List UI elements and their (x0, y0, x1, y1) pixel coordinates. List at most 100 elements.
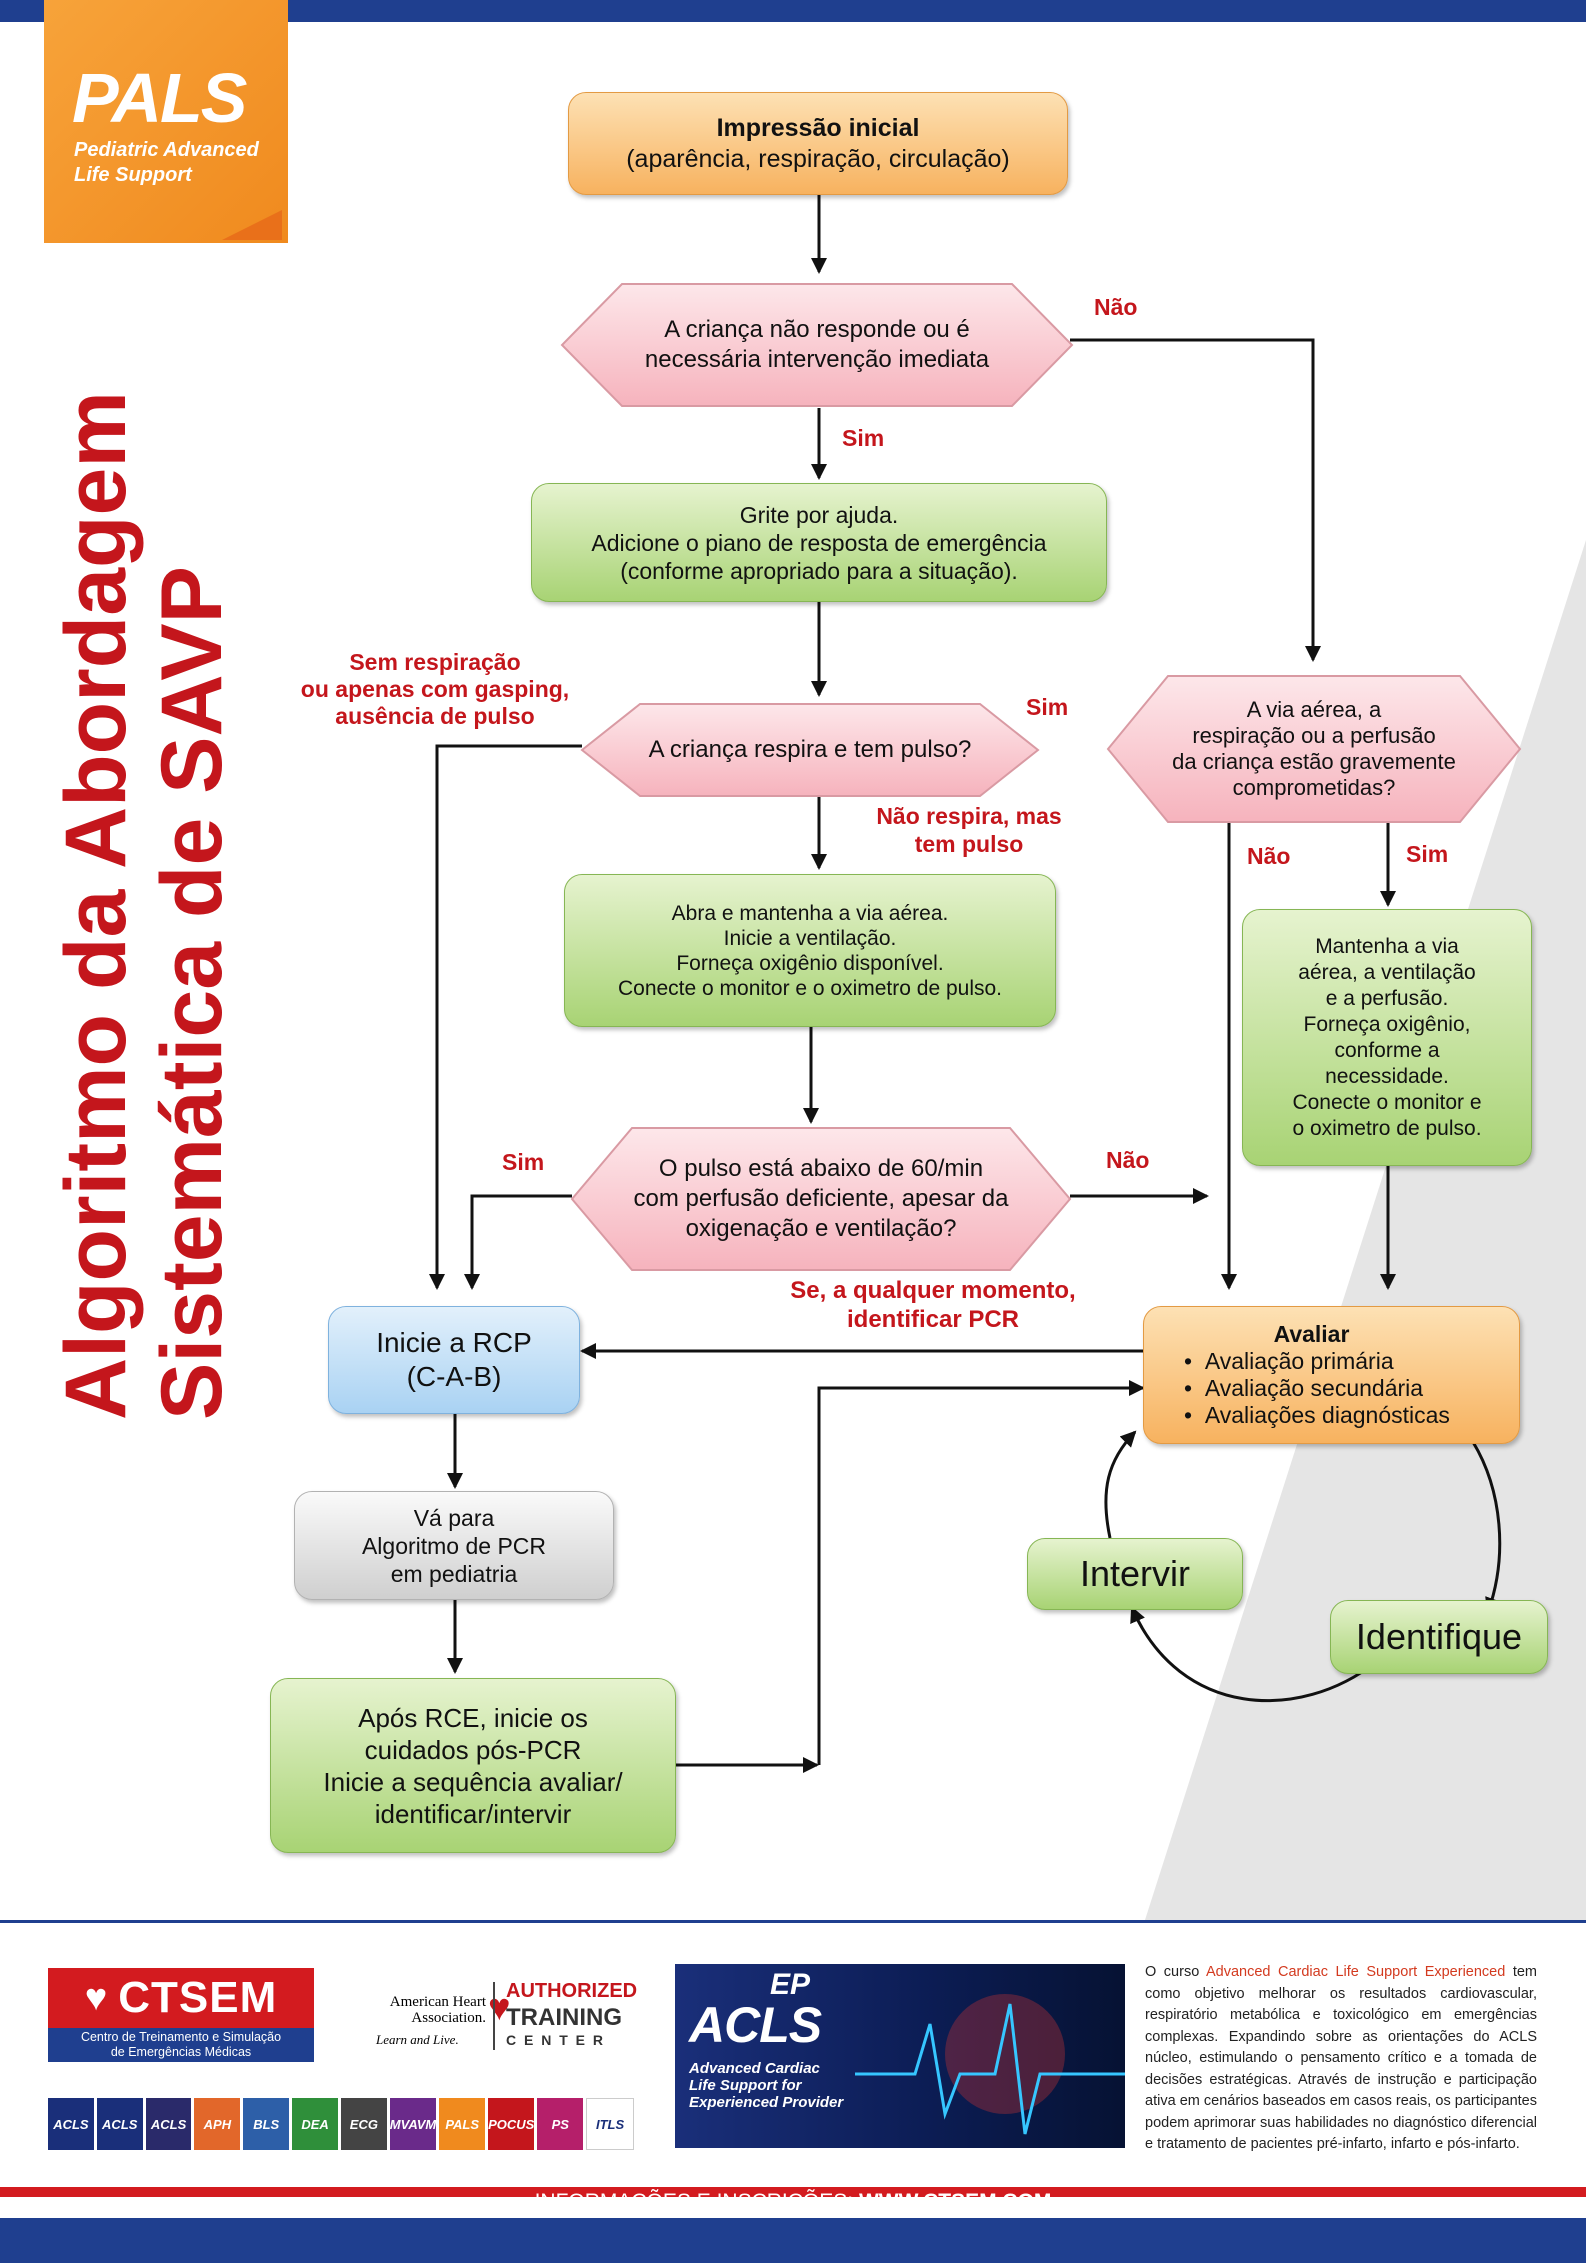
decision-1-text: A criança não responde ou é necessária i… (600, 282, 1034, 408)
banner-acls: ACLS (689, 1997, 822, 2053)
decision-4-line: com perfusão deficiente, apesar da (633, 1185, 1009, 1212)
avaliar-box: Avaliar • Avaliação primária • Avaliação… (1143, 1306, 1520, 1444)
impressao-inicial-box: Impressão inicial (aparência, respiração… (568, 92, 1068, 195)
decision-hexagon-1 (560, 283, 1074, 407)
label-sim-2: Sim (1026, 694, 1069, 720)
mantenha-line: conforme a (1334, 1038, 1440, 1062)
grite-line: (conforme apropriado para a situação). (620, 557, 1018, 584)
decision-4-line: O pulso está abaixo de 60/min (658, 1155, 984, 1182)
course-badge: ITLS (586, 2098, 634, 2150)
algoritmo-pcr-box: Vá para Algoritmo de PCR em pediatria (294, 1491, 614, 1600)
label-sem-respiracao-line: ou apenas com gasping, (300, 676, 570, 702)
course-description-post: tem como objetivo melhorar os resultados… (1145, 1964, 1538, 2152)
decision-2-text: A criança respira e tem pulso? (648, 736, 972, 763)
ctsem-logo: ♥ CTSEM Centro de Treinamento e Simulaçã… (48, 1968, 314, 2062)
heart-icon: ♥ (84, 1976, 109, 2019)
course-badge: APH (194, 2098, 241, 2150)
grite-line: Adicione o piano de resposta de emergênc… (591, 529, 1047, 556)
pals-logo-subtitle-line: Pediatric Advanced (74, 139, 259, 161)
course-description-highlight: Advanced Cardiac Life Support Experience… (1205, 1964, 1506, 1980)
training-text: TRAINING (506, 2004, 622, 2031)
abra-line: Inicie a ventilação. (723, 926, 897, 950)
label-nao-1: Não (1094, 294, 1138, 320)
info-url[interactable]: WWW.CTSEM.COM (858, 2190, 1052, 2213)
label-nao-4: Não (1106, 1147, 1150, 1173)
label-sim-3: Sim (1406, 841, 1449, 867)
top-bar (0, 0, 1586, 22)
aha-name: American Heart Association. (340, 1994, 486, 2026)
impressao-inicial-text: (aparência, respiração, circulação) (626, 144, 1010, 173)
algoritmo-line: em pediatria (390, 1560, 518, 1587)
ctsem-logo-bottom: Centro de Treinamento e Simulação de Eme… (48, 2028, 314, 2062)
avaliar-title: Avaliar (1273, 1321, 1350, 1347)
course-badge: MVAVM (389, 2098, 437, 2150)
info-label: INFORMAÇÕES E INSCRIÇÕES: (534, 2190, 859, 2213)
course-badge: DEA (292, 2098, 338, 2150)
course-badge: BLS (243, 2098, 290, 2150)
footer-divider (0, 1920, 1586, 1923)
apos-rce-box: Após RCE, inicie os cuidados pós-PCR Ini… (270, 1678, 676, 1853)
aha-authorized-logo: American Heart Association. ♥ Learn and … (340, 1980, 640, 2050)
label-pcr: Se, a qualquer momento, identificar PCR (768, 1276, 1098, 1334)
pals-logo-subtitle: Pediatric Advanced Life Support (74, 138, 259, 188)
banner-subtitle: Advanced Cardiac Life Support for Experi… (689, 2060, 843, 2111)
course-badge: ECG (340, 2098, 387, 2150)
decision-4-line: oxigenação e ventilação? (685, 1215, 957, 1242)
ctsem-sub-line: de Emergências Médicas (110, 2045, 252, 2059)
avaliar-item-text: Avaliação secundária (1204, 1375, 1424, 1401)
mantenha-line: e a perfusão. (1325, 986, 1449, 1010)
course-badge: ACLS (145, 2098, 192, 2150)
pals-logo-subtitle-line: Life Support (74, 164, 192, 186)
course-badge: PS (537, 2098, 584, 2150)
banner-subtitle-line: Experienced Provider (689, 2094, 844, 2111)
label-nao-respira-line: Não respira, mas (876, 803, 1062, 829)
decision-hexagon-2 (580, 703, 1040, 797)
ctsem-sub-line: Centro de Treinamento e Simulação (80, 2030, 282, 2044)
apos-line: identificar/intervir (374, 1798, 572, 1829)
mantenha-line: o oximetro de pulso. (1292, 1116, 1482, 1140)
ctsem-name: CTSEM (118, 1973, 278, 2022)
grite-line: Grite por ajuda. (739, 501, 899, 528)
label-sem-respiracao-line: Sem respiração (349, 649, 521, 675)
grey-background-shape (1145, 540, 1586, 1920)
avaliar-item: • Avaliação secundária (1184, 1375, 1424, 1401)
label-pcr-line: Se, a qualquer momento, (790, 1277, 1076, 1304)
algoritmo-line: Algoritmo de PCR (361, 1532, 547, 1559)
mantenha-line: Mantenha a via (1315, 934, 1459, 958)
abra-line: Forneça oxigênio disponível. (676, 951, 944, 975)
info-line: INFORMAÇÕES E INSCRIÇÕES: WWW.CTSEM.COM (0, 2189, 1586, 2215)
aha-divider (493, 1982, 495, 2050)
mantenha-via-aerea-box: Mantenha a via aérea, a ventilação e a p… (1242, 909, 1532, 1166)
decision-hexagon-3 (1106, 675, 1522, 823)
decision-4-text: O pulso está abaixo de 60/min com perfus… (612, 1126, 1030, 1272)
course-badge: ACLS (48, 2098, 94, 2150)
decision-3-line: da criança estão gravemente (1172, 749, 1456, 774)
banner-subtitle-line: Advanced Cardiac (689, 2060, 820, 2077)
impressao-inicial-title: Impressão inicial (716, 113, 920, 142)
authorized-text: AUTHORIZED (506, 1980, 638, 2002)
apos-line: cuidados pós-PCR (364, 1734, 582, 1765)
bottom-bar (0, 2218, 1586, 2263)
mantenha-line: aérea, a ventilação (1298, 960, 1476, 984)
decision-3-line: respiração ou a perfusão (1192, 723, 1436, 748)
mantenha-line: Forneça oxigênio, (1303, 1012, 1471, 1036)
label-nao-respira-line: tem pulso (914, 831, 1024, 857)
algoritmo-line: Vá para (413, 1504, 495, 1531)
inicie-rcp-box: Inicie a RCP (C-A-B) (328, 1306, 580, 1414)
rcp-line: (C-A-B) (406, 1361, 502, 1392)
apos-line: Inicie a sequência avaliar/ (323, 1766, 623, 1797)
avaliar-item-text: Avaliações diagnósticas (1204, 1402, 1450, 1428)
course-badge: ACLS (96, 2098, 143, 2150)
decision-3-text: A via aérea, a respiração ou a perfusão … (1150, 674, 1478, 824)
acls-ep-banner: EP ACLS Advanced Cardiac Life Support fo… (675, 1964, 1125, 2148)
aha-tagline: Learn and Live. (376, 2032, 459, 2047)
mantenha-line: necessidade. (1325, 1064, 1449, 1088)
avaliar-item: • Avaliações diagnósticas (1184, 1402, 1450, 1428)
pals-logo-swoosh (222, 210, 282, 240)
label-sim-1: Sim (842, 425, 885, 451)
decision-1-line: A criança não responde ou é (664, 316, 970, 343)
course-description-pre: O curso (1145, 1964, 1206, 1980)
course-description: O curso Advanced Cardiac Life Support Ex… (1145, 1962, 1537, 2156)
pals-logo-title: PALS (72, 59, 247, 137)
banner-ep: EP (770, 1968, 811, 2001)
